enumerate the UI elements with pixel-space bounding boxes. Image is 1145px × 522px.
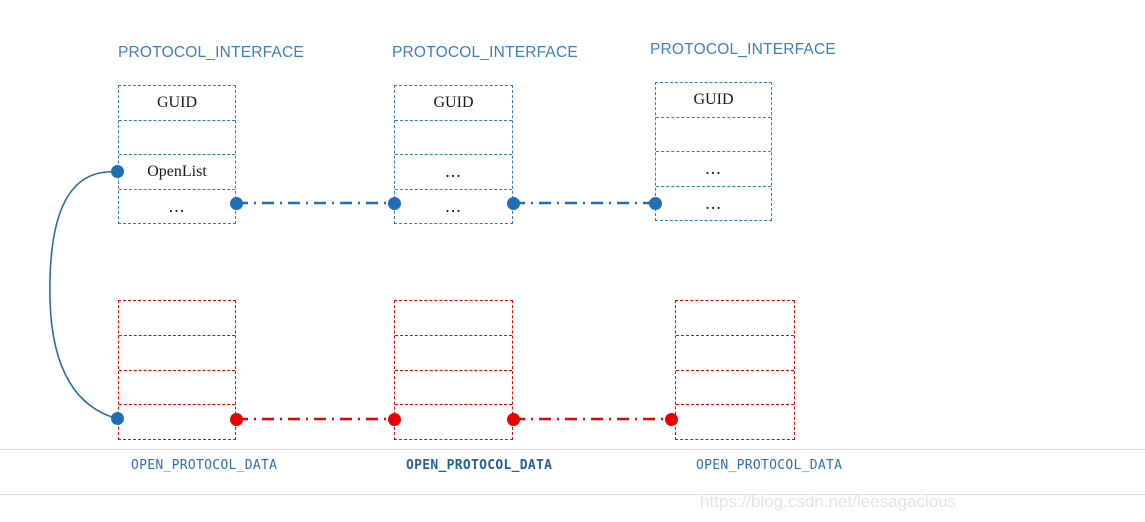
struct-row: GUID <box>119 86 235 120</box>
data-link-dot-2a <box>507 413 520 426</box>
separator-rule-bottom <box>0 494 1145 495</box>
struct-row <box>119 369 235 405</box>
separator-rule-top <box>0 449 1145 450</box>
data-link-dot-2b <box>665 413 678 426</box>
struct-cell-text: GUID <box>433 93 474 111</box>
struct-cell-text: GUID <box>157 93 197 111</box>
protocol-interface-header-3: PROTOCOL_INTERFACE <box>650 41 836 58</box>
open-protocol-data-label-3: OPEN_PROTOCOL_DATA <box>696 458 843 473</box>
struct-row <box>676 334 794 370</box>
struct-row <box>395 301 512 335</box>
open-protocol-data-struct-1 <box>118 300 236 440</box>
struct-row <box>676 404 794 439</box>
struct-row <box>119 119 235 155</box>
protocol-interface-struct-2: GUID ... ... <box>394 85 513 224</box>
struct-cell-text: ... <box>168 195 186 216</box>
struct-row <box>395 334 512 370</box>
struct-row <box>676 369 794 405</box>
struct-row: OpenList <box>119 154 235 189</box>
struct-row <box>119 301 235 335</box>
protocol-interface-header-1: PROTOCOL_INTERFACE <box>118 44 304 61</box>
data-link-dot-1a <box>230 413 243 426</box>
struct-row <box>395 404 512 439</box>
struct-row: ... <box>395 154 512 189</box>
struct-row <box>656 116 771 152</box>
struct-row <box>395 369 512 405</box>
open-protocol-data-label-1: OPEN_PROTOCOL_DATA <box>131 458 278 473</box>
protocol-interface-struct-3: GUID ... ... <box>655 82 772 221</box>
struct-row <box>119 404 235 439</box>
interface-link-dot-2a <box>507 197 520 210</box>
struct-cell-text: ... <box>705 158 722 179</box>
struct-row: ... <box>119 188 235 224</box>
watermark-text: https://blog.csdn.net/leesagacious <box>700 492 957 511</box>
struct-cell-text: ... <box>705 192 722 213</box>
protocol-interface-header-2: PROTOCOL_INTERFACE <box>392 44 578 61</box>
data-link-dot-1b <box>388 413 401 426</box>
struct-row: GUID <box>656 83 771 117</box>
openlist-anchor-dot <box>111 165 124 178</box>
data-struct-anchor-dot <box>111 412 124 425</box>
struct-row: ... <box>656 185 771 221</box>
interface-link-dot-2b <box>649 197 662 210</box>
struct-row <box>395 119 512 155</box>
struct-cell-text: ... <box>445 195 462 216</box>
struct-row: GUID <box>395 86 512 120</box>
protocol-interface-struct-1: GUID OpenList ... <box>118 85 236 224</box>
open-protocol-data-label-2: OPEN_PROTOCOL_DATA <box>406 458 553 473</box>
interface-link-dot-1b <box>388 197 401 210</box>
struct-row <box>676 301 794 335</box>
struct-cell-text: OpenList <box>147 162 207 180</box>
interface-link-dot-1a <box>230 197 243 210</box>
struct-cell-text: GUID <box>693 90 734 108</box>
openlist-to-data-curve <box>49 171 119 420</box>
struct-row <box>119 334 235 370</box>
struct-cell-text: ... <box>445 161 462 182</box>
struct-row: ... <box>656 151 771 186</box>
open-protocol-data-struct-3 <box>675 300 795 440</box>
struct-row: ... <box>395 188 512 224</box>
open-protocol-data-struct-2 <box>394 300 513 440</box>
